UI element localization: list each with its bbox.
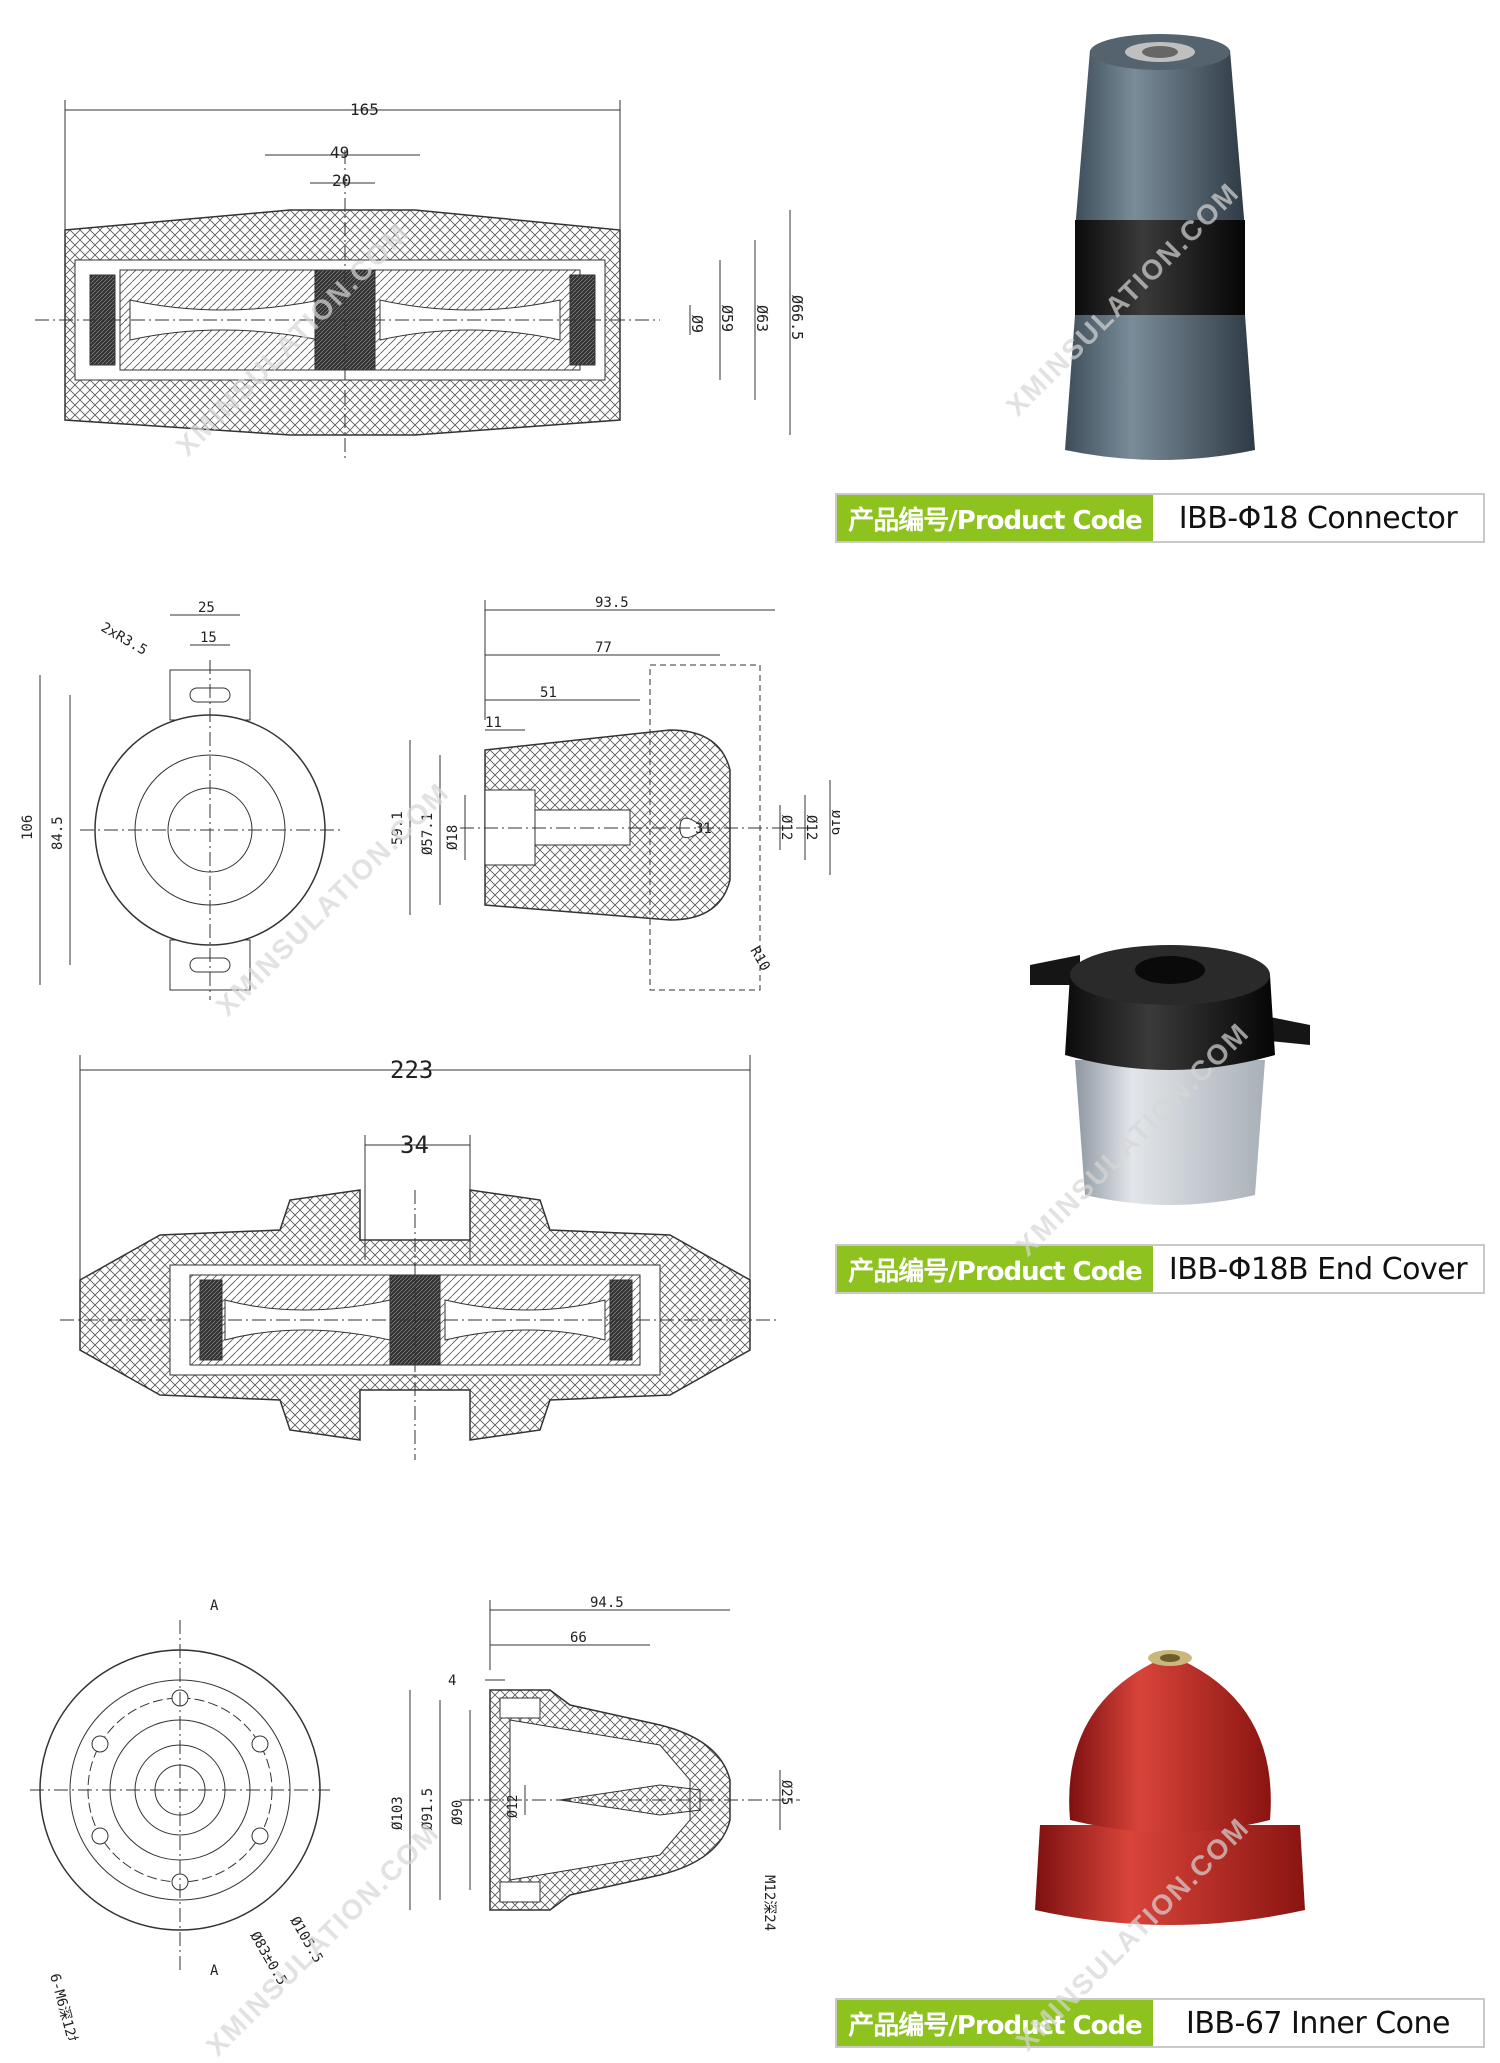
dim-d25: Ø25 bbox=[778, 1780, 794, 1805]
end-cover-drawing: 25 15 2xR3.5 106 84.5 93.5 77 51 11 59.1… bbox=[20, 595, 840, 1000]
dim-34: 34 bbox=[400, 1131, 429, 1159]
dim-holes-m6: 6-M6深12均布 bbox=[46, 1972, 85, 2040]
dim-223: 223 bbox=[390, 1056, 433, 1084]
dim-77: 77 bbox=[595, 640, 612, 656]
section-mark-top: A bbox=[210, 1598, 219, 1614]
dim-d12b: Ø12 bbox=[803, 815, 819, 840]
section-mark-bottom: A bbox=[210, 1963, 219, 1979]
dim-d90: Ø90 bbox=[450, 1800, 466, 1825]
dim-165: 165 bbox=[350, 100, 379, 119]
dim-84-5: 84.5 bbox=[50, 816, 66, 850]
product-code-tag: 产品编号/Product Code bbox=[837, 2000, 1153, 2046]
dim-31: 31 bbox=[695, 821, 712, 837]
dim-94-5: 94.5 bbox=[590, 1595, 624, 1611]
dim-d103: Ø103 bbox=[390, 1796, 406, 1830]
dim-25: 25 bbox=[198, 600, 215, 616]
product-code-value: IBB-67 Inner Cone bbox=[1185, 2005, 1451, 2041]
dim-d59: Ø59 bbox=[718, 305, 736, 332]
dim-thread: M12深24 bbox=[761, 1875, 777, 1931]
dim-106: 106 bbox=[20, 815, 36, 840]
dim-r10: R10 bbox=[747, 944, 774, 974]
dim-d66-5: Ø66.5 bbox=[788, 295, 806, 340]
dim-4: 4 bbox=[448, 1673, 456, 1689]
dim-d12a: Ø12 bbox=[778, 815, 794, 840]
connector-section-drawing: 165 49 20 Ø9 Ø59 Ø63 Ø66.5 bbox=[35, 100, 806, 460]
dim-20: 20 bbox=[332, 171, 351, 190]
inner-cone-drawing: A A 6-M6深12均布 Ø83±0.5 Ø105.5 94.5 66 4 Ø… bbox=[30, 1595, 800, 2040]
dim-d9: Ø9 bbox=[688, 315, 706, 333]
inner-cone-photo bbox=[1035, 1650, 1305, 1925]
connector-photo bbox=[1065, 34, 1255, 460]
product-code-label-1: 产品编号/Product Code IBB-Φ18 Connector bbox=[835, 493, 1485, 543]
product-code-tag: 产品编号/Product Code bbox=[837, 495, 1153, 541]
dim-d12: Ø12 bbox=[506, 1795, 521, 1818]
product-code-value: IBB-Φ18B End Cover bbox=[1168, 1251, 1468, 1287]
dim-93-5: 93.5 bbox=[595, 595, 629, 611]
end-cover-photo bbox=[1030, 945, 1310, 1205]
dim-d63: Ø63 bbox=[753, 305, 771, 332]
dim-59-1: 59.1 bbox=[390, 811, 406, 845]
dim-d16: Ø16 bbox=[828, 810, 840, 835]
dim-49: 49 bbox=[330, 143, 349, 162]
long-connector-drawing: 223 34 bbox=[60, 1055, 780, 1460]
dim-d57-1: Ø57.1 bbox=[420, 813, 436, 855]
dim-66: 66 bbox=[570, 1630, 587, 1646]
dim-holes: 2xR3.5 bbox=[98, 620, 150, 659]
dim-51: 51 bbox=[540, 685, 557, 701]
dim-d91-5: Ø91.5 bbox=[420, 1788, 436, 1830]
dim-11: 11 bbox=[485, 715, 502, 731]
product-code-label-2: 产品编号/Product Code IBB-Φ18B End Cover bbox=[835, 1244, 1485, 1294]
product-code-value: IBB-Φ18 Connector bbox=[1178, 500, 1458, 536]
dim-d18: Ø18 bbox=[445, 825, 461, 850]
product-code-tag: 产品编号/Product Code bbox=[837, 1246, 1153, 1292]
dim-15: 15 bbox=[200, 630, 217, 646]
product-code-label-3: 产品编号/Product Code IBB-67 Inner Cone bbox=[835, 1998, 1485, 2048]
